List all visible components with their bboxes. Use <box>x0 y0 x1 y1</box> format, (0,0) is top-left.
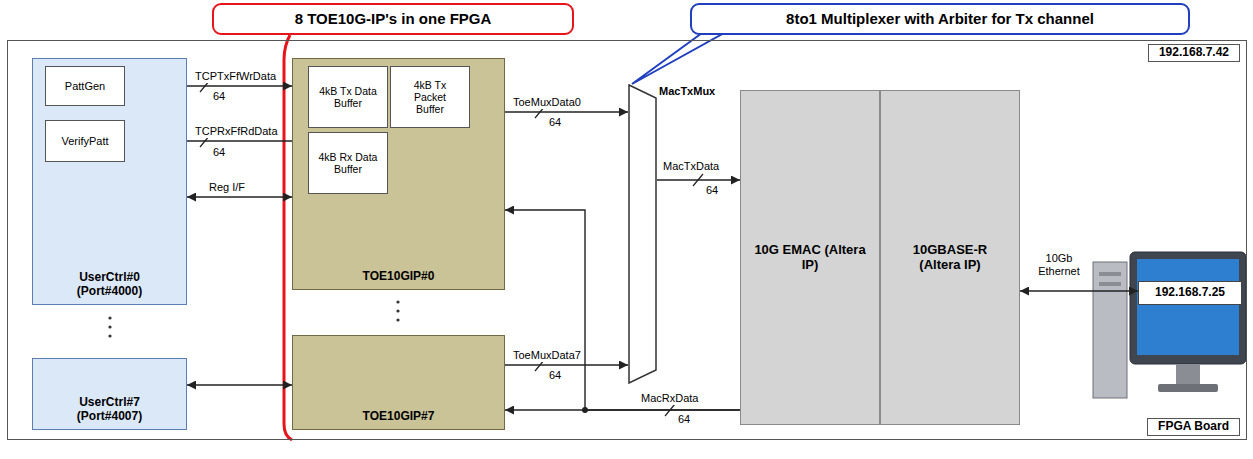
connector <box>505 364 628 365</box>
node-text: 10G EMAC (Altera IP) <box>754 243 866 273</box>
node-text: FPGA Board <box>1147 418 1240 436</box>
signal-label: 10Gb Ethernet <box>1030 252 1088 277</box>
pc-stand <box>1176 364 1200 384</box>
bus-width: 64 <box>548 369 562 382</box>
node-text: VerifyPatt <box>61 135 108 148</box>
ellipsis-dot <box>108 334 111 337</box>
node-text: PattGen <box>65 80 105 93</box>
ip-block: 10G EMAC (Altera IP) <box>740 90 880 425</box>
ip-core-block: TOE10GIP#7 <box>292 335 505 430</box>
connector <box>1020 290 1138 291</box>
node-text: 10GBASE-R (Altera IP) <box>894 243 1006 273</box>
ip-core-block: TOE10GIP#0 4kB Tx Data Buffer 4kB Tx Packe… <box>292 58 505 290</box>
node-text: UserCtrl#0 (Port#4000) <box>33 271 186 299</box>
user-block: UserCtrl#7 (Port#4007) <box>32 358 187 430</box>
ellipsis-dot <box>396 309 399 312</box>
host-address-box: 192.168.7.25 <box>1138 281 1242 305</box>
pc-screen <box>1137 259 1239 355</box>
multiplexer: MacTxMux <box>628 84 728 384</box>
node-text: UserCtrl#7 (Port#4007) <box>33 396 186 424</box>
ellipsis-dot <box>108 316 111 319</box>
bus-width: 64 <box>548 116 562 129</box>
mux-trapezoid <box>629 85 656 383</box>
node-text: TOE10GIP#7 <box>293 410 504 424</box>
ellipsis-dot <box>396 300 399 303</box>
connector <box>187 196 292 197</box>
mux-shape <box>628 84 657 384</box>
signal-label: TCPRxFfRdData <box>194 125 279 138</box>
signal-label: TCPTxFfWrData <box>194 70 277 83</box>
callout-box: 8to1 Multiplexer with Arbiter for Tx cha… <box>690 3 1190 35</box>
pc-tower <box>1093 262 1127 398</box>
pc-drive <box>1099 282 1121 286</box>
node-text: MacTxMux <box>659 85 715 98</box>
signal-label: ToeMuxData7 <box>512 349 582 362</box>
board-region: 192.168.7.42FPGA Board UserCtrl#0 (Port#4… <box>7 40 1247 440</box>
connector <box>505 111 628 112</box>
bus-width: 64 <box>677 413 691 426</box>
signal-label: ToeMuxData0 <box>512 96 582 109</box>
node-text: 192.168.7.42 <box>1148 44 1240 62</box>
node-text: 4kB Tx Data Buffer <box>317 85 379 109</box>
signal-label: MacRxData <box>640 392 699 405</box>
node-text: 4kB Rx Data Buffer <box>317 151 379 175</box>
node-text: 4kB Tx Packet Buffer <box>399 79 461 115</box>
connector <box>187 384 292 385</box>
node-text: 192.168.7.25 <box>1155 286 1225 300</box>
user-block: UserCtrl#0 (Port#4000) PattGenVerifyPatt <box>32 58 187 305</box>
signal-label: MacTxData <box>662 160 720 173</box>
bus-width: 64 <box>705 184 719 197</box>
node-text: TOE10GIP#0 <box>293 270 504 284</box>
buffer-box: 4kB Rx Data Buffer <box>308 132 388 194</box>
signal-label: Reg I/F <box>208 181 246 194</box>
pc-base <box>1158 384 1218 392</box>
pc-monitor <box>1130 252 1246 364</box>
ip-block: 10GBASE-R (Altera IP) <box>880 90 1020 425</box>
connector <box>505 210 740 410</box>
pc-drive <box>1099 272 1121 276</box>
callout-box: 8 TOE10G-IP's in one FPGA <box>212 3 574 35</box>
node-text: 8 TOE10G-IP's in one FPGA <box>295 10 492 27</box>
node-text: 8to1 Multiplexer with Arbiter for Tx cha… <box>786 10 1094 27</box>
ellipsis-dot <box>396 318 399 321</box>
process-box: VerifyPatt <box>45 120 125 162</box>
ellipsis-dot <box>108 325 111 328</box>
buffer-box: 4kB Tx Data Buffer <box>308 66 388 128</box>
buffer-box: 4kB Tx Packet Buffer <box>390 66 470 128</box>
bus-width: 64 <box>212 146 226 159</box>
bus-width: 64 <box>212 90 226 103</box>
red-bracket <box>284 35 292 440</box>
process-box: PattGen <box>45 66 125 106</box>
connector <box>657 179 740 180</box>
